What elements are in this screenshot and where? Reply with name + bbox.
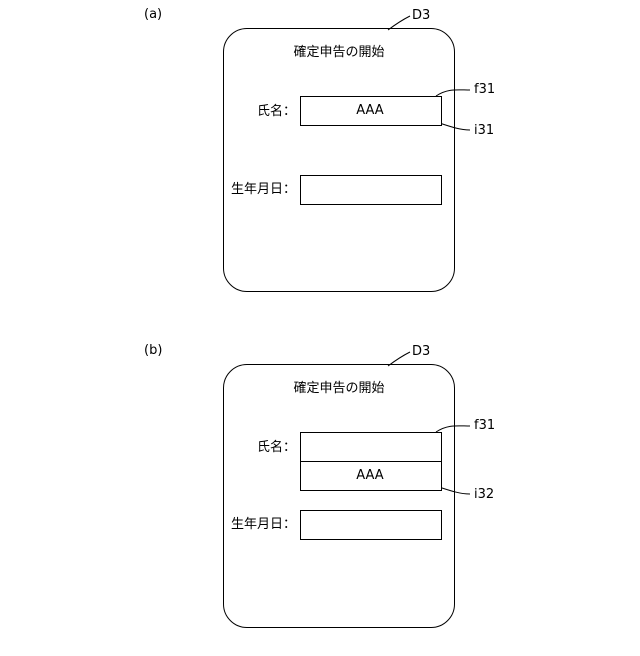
device-ref-label: D3 <box>412 8 430 24</box>
screen-title: 確定申告の開始 <box>223 381 455 397</box>
name-label: 氏名： <box>236 104 296 120</box>
device-leader-line <box>388 352 410 366</box>
device-ref-label: D3 <box>412 344 430 360</box>
screen-title: 確定申告の開始 <box>223 45 455 61</box>
item-ref-label: i32 <box>474 487 494 503</box>
name-label: 氏名： <box>236 440 296 456</box>
name-field[interactable] <box>300 432 442 462</box>
figure-b: (b) D3 確定申告の開始 氏名： AAA f31 i32 生年月日： <box>0 336 640 656</box>
name-value: AAA <box>340 103 400 119</box>
item-ref-label: i31 <box>474 123 494 139</box>
candidate-value: AAA <box>340 468 400 484</box>
dob-field[interactable] <box>300 175 442 205</box>
device-leader-line <box>388 16 410 30</box>
field-ref-label: f31 <box>474 82 495 98</box>
dob-label: 生年月日： <box>216 182 296 198</box>
dob-label: 生年月日： <box>216 517 296 533</box>
dob-field[interactable] <box>300 510 442 540</box>
field-ref-label: f31 <box>474 418 495 434</box>
figure-a: (a) D3 確定申告の開始 氏名： AAA f31 i31 生年月日： <box>0 0 640 320</box>
